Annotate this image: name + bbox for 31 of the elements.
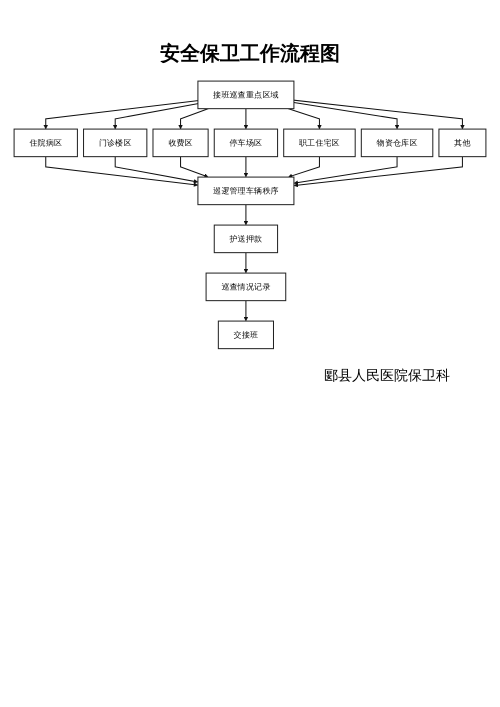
arrow (244, 204, 248, 226)
arrow (294, 100, 465, 130)
arrow (112, 103, 198, 130)
node-box: 巡逻管理车辆秩序 (197, 176, 294, 206)
node-box: 职工住宅区 (283, 128, 356, 158)
node-box: 其他 (438, 128, 486, 158)
department-note: 郾县人民医院保卫科 (323, 366, 450, 385)
node-box: 接班巡查重点区域 (197, 80, 294, 110)
node-box: 巡查情况记录 (206, 272, 286, 302)
node-box: 住院病区 (14, 128, 78, 158)
arrow (44, 100, 198, 130)
arrow (294, 102, 400, 130)
node-box: 物资仓库区 (360, 128, 434, 158)
node-box: 收费区 (152, 128, 209, 158)
arrow (244, 300, 248, 322)
node-box: 交接班 (218, 320, 274, 350)
node-box: 门诊楼区 (83, 128, 148, 158)
arrow (288, 108, 322, 130)
node-box: 停车场区 (214, 128, 278, 158)
arrow (114, 156, 198, 184)
arrow (244, 108, 248, 130)
arrow (244, 252, 248, 274)
diagram-title: 安全保卫工作流程图 (159, 40, 341, 67)
arrow (294, 156, 463, 188)
arrow (294, 156, 398, 185)
arrow (288, 156, 320, 178)
node-box: 护送押款 (214, 224, 278, 254)
arrow (178, 108, 209, 130)
arrow (180, 156, 209, 178)
arrow (45, 156, 198, 187)
arrow (244, 156, 248, 178)
